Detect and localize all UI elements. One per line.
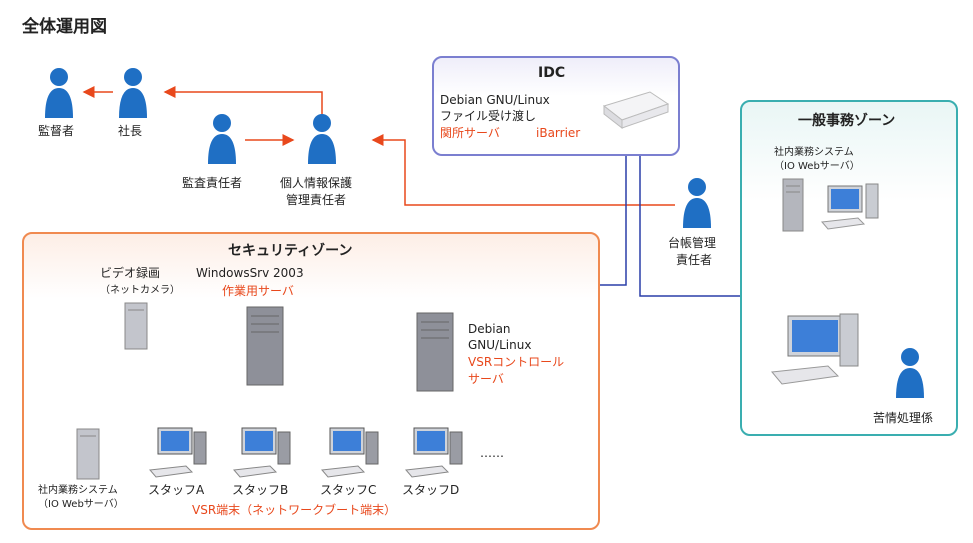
windows-server-role-label: 作業用サーバ	[222, 284, 294, 298]
staff-c-label: スタッフC	[320, 483, 377, 497]
privacy-manager-sub-label: 管理責任者	[286, 193, 347, 207]
general-complaint-pc-icon	[768, 312, 864, 396]
staff-d-label: スタッフD	[402, 483, 460, 497]
debian-os-label: GNU/Linux	[468, 338, 532, 352]
general-system-label: 社内業務システム	[774, 147, 854, 158]
internal-system-label: 社内業務システム	[38, 485, 118, 496]
supervisor-label: 監督者	[38, 124, 75, 138]
idc-gate-server-label: 関所サーバ	[440, 126, 500, 140]
internal-system-sub-label: （IO Webサーバ）	[38, 499, 124, 510]
complaint-handler-person-icon	[893, 346, 927, 398]
ibarrier-label: iBarrier	[536, 126, 581, 140]
ledger-manager-person-icon	[680, 176, 714, 228]
president-label: 社長	[118, 124, 143, 138]
video-recorder-icon	[124, 302, 148, 354]
internal-web-server-icon	[76, 428, 100, 484]
staff-a-pc-icon	[148, 426, 212, 484]
net-idc-to-general	[639, 138, 773, 297]
arrow-privacy-to-president	[163, 86, 323, 118]
ledger-manager-sub-label: 責任者	[676, 253, 713, 267]
windows-server-label: WindowsSrv 2003	[196, 266, 304, 280]
general-zone-title: 一般事務ゾーン	[798, 113, 896, 129]
idc-transfer-label: ファイル受け渡し	[440, 109, 537, 123]
vsr-terminal-label: VSR端末（ネットワークブート端末）	[192, 503, 397, 517]
video-label: ビデオ録画	[100, 266, 161, 280]
staff-b-pc-icon	[232, 426, 296, 484]
auditor-person-icon	[205, 112, 239, 164]
supervisor-person-icon	[42, 66, 76, 118]
windows-server-icon	[246, 306, 284, 390]
privacy-manager-label: 個人情報保護	[280, 176, 353, 190]
ledger-manager-label: 台帳管理	[668, 236, 717, 250]
staff-b-label: スタッフB	[232, 483, 289, 497]
ibarrier-device-icon	[600, 86, 670, 140]
vsr-control-server-label: サーバ	[468, 372, 504, 386]
security-zone	[22, 232, 600, 530]
complaint-handler-label: 苦情処理係	[873, 411, 934, 425]
idc-title: IDC	[538, 65, 566, 81]
general-system-sub-label: （IO Webサーバ）	[774, 161, 860, 172]
staff-a-label: スタッフA	[148, 483, 205, 497]
page-title: 全体運用図	[22, 17, 107, 37]
more-terminals-ellipsis: ……	[480, 446, 504, 460]
idc-os-label: Debian GNU/Linux	[440, 93, 550, 107]
vsr-control-label: VSRコントロール	[468, 355, 565, 369]
staff-d-pc-icon	[404, 426, 468, 484]
arrow-ledger-to-privacy	[371, 134, 675, 206]
debian-server-icon	[416, 312, 454, 396]
video-sub-label: （ネットカメラ）	[100, 285, 180, 296]
security-zone-title: セキュリティゾーン	[228, 243, 353, 259]
president-person-icon	[116, 66, 150, 118]
staff-c-pc-icon	[320, 426, 384, 484]
auditor-label: 監査責任者	[182, 176, 243, 190]
general-web-server-icon	[782, 178, 804, 236]
debian-label: Debian	[468, 322, 511, 336]
privacy-manager-person-icon	[305, 112, 339, 164]
general-pc-icon	[818, 182, 880, 236]
